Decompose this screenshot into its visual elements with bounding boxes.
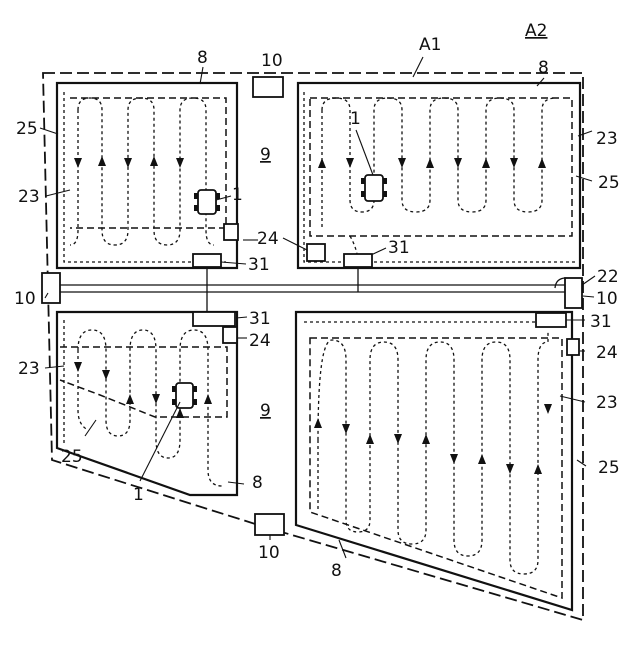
label-10-left: 10 (14, 289, 36, 309)
label-22: 22 (597, 267, 619, 287)
field-top-left (57, 83, 237, 268)
label-31-bottom-left: 31 (249, 309, 271, 329)
label-1-top-left: 1 (232, 185, 243, 205)
label-25-top-right: 25 (598, 173, 620, 193)
sensor-box-bottom-right (567, 339, 579, 355)
label-a1: A1 (419, 35, 441, 55)
farm-roads (43, 264, 583, 312)
label-a2: A2 (525, 21, 547, 41)
label-8-bottom-right: 8 (331, 561, 342, 581)
entrance-box-left (42, 273, 60, 303)
label-23-bottom-left: 23 (18, 359, 40, 379)
label-23-top-left: 23 (18, 187, 40, 207)
label-8-top-left: 8 (197, 48, 208, 68)
label-24-bottom-left: 24 (249, 331, 271, 351)
entrance-box-bottom (255, 514, 284, 535)
field-top-right (298, 83, 580, 268)
sensor-box-bottom-left (223, 327, 237, 343)
label-31-top-left: 31 (248, 255, 270, 275)
label-10-right: 10 (596, 289, 618, 309)
station-box-bottom-left (193, 312, 235, 326)
label-24-top-left: 24 (257, 229, 279, 249)
label-23-bottom-right: 23 (596, 393, 618, 413)
station-box-top-right (344, 254, 372, 267)
work-vehicle-icon (194, 190, 220, 214)
work-vehicle-icon (361, 175, 387, 201)
label-10-top: 10 (261, 51, 283, 71)
label-24-bottom-right: 24 (596, 343, 618, 363)
entrance-box-right (565, 278, 582, 308)
travel-arrows-top-left (74, 156, 184, 168)
label-9-top: 9 (260, 145, 271, 165)
label-8-top-right: 8 (538, 58, 549, 78)
label-25-bottom-left: 25 (61, 447, 83, 467)
travel-arrows-top-right (318, 158, 546, 168)
sensor-box-top-left (224, 224, 238, 240)
label-23-top-right: 23 (596, 129, 618, 149)
reference-labels: A1 A2 8 8 8 8 10 10 10 10 1 1 1 9 9 25 2… (14, 21, 620, 581)
entrance-box-top (253, 77, 283, 97)
work-vehicle-icon (172, 383, 197, 408)
sensor-box-top-right (307, 244, 325, 261)
label-31-top-right: 31 (388, 238, 410, 258)
label-1-top-right: 1 (350, 109, 361, 129)
label-31-bottom-right: 31 (590, 312, 612, 332)
station-box-top-left (193, 254, 221, 267)
label-10-bottom: 10 (258, 543, 280, 563)
label-8-bottom-left: 8 (252, 473, 263, 493)
label-25-bottom-right: 25 (598, 458, 620, 478)
travel-arrows-bottom-right (314, 404, 552, 474)
station-box-bottom-right (536, 313, 566, 327)
label-9-bottom: 9 (260, 401, 271, 421)
label-25-top-left: 25 (16, 119, 38, 139)
region-boundary-a1 (43, 73, 583, 620)
label-1-bottom-left: 1 (133, 485, 144, 505)
